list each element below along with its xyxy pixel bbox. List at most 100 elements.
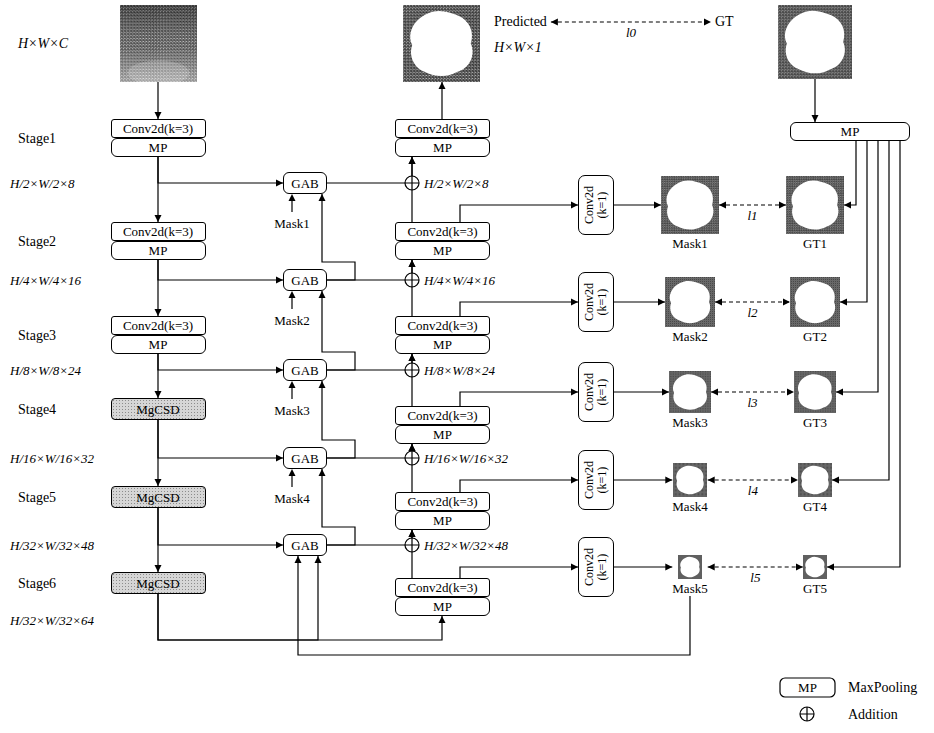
image-label: GT3 [803, 415, 827, 430]
image-node: GT5 [803, 555, 827, 596]
mask-input-arrow [289, 194, 296, 487]
connector-line [158, 354, 283, 370]
arrowhead [276, 367, 283, 374]
arrowhead [289, 291, 296, 298]
edge-label: l2 [746, 305, 758, 320]
image-label: Mask2 [672, 329, 707, 344]
conv-box: Conv2d(k=3) [395, 406, 490, 425]
image-label: GT4 [803, 499, 827, 514]
arrowhead [662, 389, 669, 396]
arrowhead [783, 299, 790, 306]
image-node: GT3 [794, 371, 836, 430]
dimension-label: H/2×W/2×8 [424, 176, 489, 191]
connector [327, 354, 416, 370]
box-label: Conv2d (k=1) [583, 280, 609, 324]
box-label: MP [433, 140, 452, 155]
connector [319, 194, 356, 280]
arrowhead [409, 444, 416, 451]
image-label: Mask1 [672, 236, 707, 251]
conv1x1-box: Conv2d (k=1) [578, 362, 614, 422]
connector [614, 564, 672, 571]
box-label: GAB [291, 363, 318, 378]
addition-circle [405, 451, 419, 465]
conv-box: Conv2d(k=3) [395, 119, 490, 138]
connector-line [322, 469, 355, 545]
connector-line [411, 530, 412, 578]
addition-circle [405, 273, 419, 287]
connector-line [719, 204, 786, 205]
addition-circle [405, 538, 419, 552]
image-node: Mask3 [669, 371, 711, 430]
arrowhead [319, 291, 326, 298]
edge-label: l5 [749, 570, 761, 585]
connector [158, 420, 283, 462]
connector [460, 564, 578, 579]
arrowhead [832, 477, 839, 484]
connector-line [708, 566, 803, 567]
text-label: Mask1 [274, 216, 309, 231]
box-label: Conv2d(k=3) [123, 121, 193, 136]
connector-line [551, 21, 711, 22]
box-label: MgCSD [136, 490, 179, 505]
conv-box: Conv2d(k=3) [111, 119, 206, 138]
arrow-line [291, 200, 292, 212]
arrowhead [708, 564, 715, 571]
arrowhead [409, 260, 416, 267]
connector-line [711, 391, 794, 392]
dimension-label: H/2×W/2×8 [10, 176, 75, 191]
image-node: Mask2 [665, 277, 715, 344]
connector-line [158, 556, 318, 640]
arrowhead [276, 542, 283, 549]
arrowhead [409, 260, 416, 267]
connector-line [614, 479, 672, 480]
mask-image [673, 463, 707, 497]
connector [840, 141, 867, 306]
connector-line [614, 301, 665, 302]
connector-line [840, 141, 867, 302]
conv-box: Conv2d(k=3) [395, 578, 490, 597]
connector [158, 508, 283, 549]
arrowhead [796, 564, 803, 571]
arrowhead [409, 157, 416, 164]
conv-box: Conv2d(k=3) [111, 316, 206, 335]
box-label: Conv2d(k=3) [407, 408, 477, 423]
connector [409, 354, 416, 406]
box-label: GAB [291, 451, 318, 466]
mask-image [778, 5, 852, 79]
connector [319, 381, 356, 458]
connector-line [158, 420, 283, 458]
addition-cross [405, 538, 419, 552]
addition-cross [405, 363, 419, 377]
connector-line [715, 301, 790, 302]
connector-line [411, 260, 412, 316]
connector-line [460, 205, 578, 222]
text-label: Mask3 [274, 403, 309, 418]
connector-line [327, 444, 412, 458]
stage-label: Stage1 [18, 130, 56, 147]
addition-circle [405, 176, 419, 190]
text-label: Mask2 [274, 313, 309, 328]
image-label: GT5 [803, 581, 827, 596]
addition-circle [405, 363, 419, 377]
connector-line [411, 354, 412, 406]
conv-box: Conv2d(k=3) [395, 316, 490, 335]
image-node: GT1 [786, 176, 844, 251]
connector-line [327, 260, 412, 280]
arrowhead [719, 202, 726, 209]
maxpool-box: MP [395, 335, 490, 354]
connector [409, 260, 416, 316]
box-label: MP [433, 513, 452, 528]
image-label: GT1 [803, 236, 827, 251]
image-node: GT [715, 5, 852, 79]
connector-line [614, 204, 661, 205]
gab-block: GAB [283, 359, 327, 381]
arrowhead [571, 389, 578, 396]
arrowhead [289, 381, 296, 388]
addition-cross [405, 451, 419, 465]
box-label: Conv2d(k=3) [123, 224, 193, 239]
arrowhead [155, 215, 162, 222]
image-label: GT [715, 13, 734, 30]
connector [614, 299, 665, 306]
arrowhead [409, 354, 416, 361]
dimension-label: H/16×W/16×32 [10, 451, 94, 466]
